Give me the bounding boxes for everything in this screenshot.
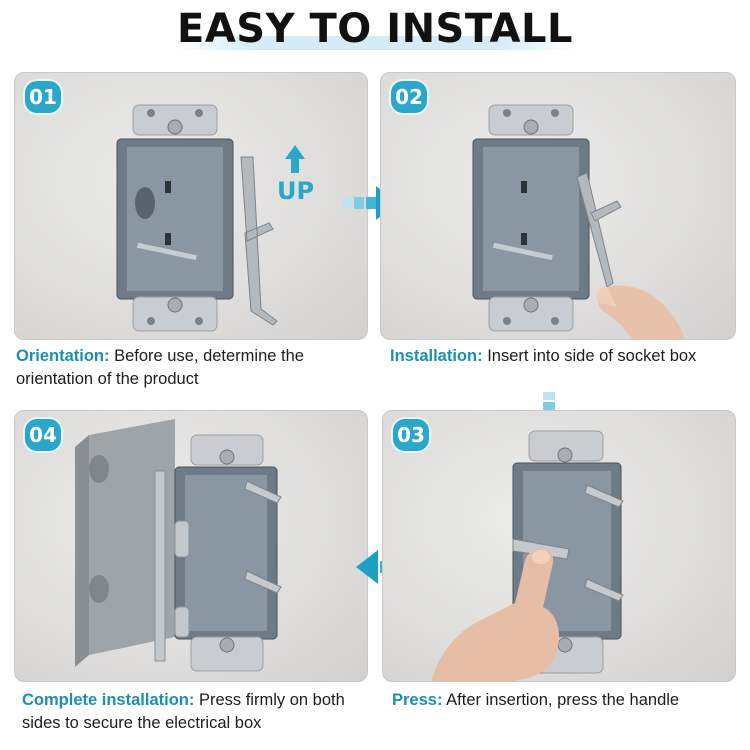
step-1-caption: Orientation: Before use, determine the o…	[16, 345, 366, 391]
step-3-panel: 03	[382, 410, 736, 682]
title-underline-band	[175, 36, 575, 50]
step-1-caption-lead: Orientation:	[16, 347, 110, 365]
step-2-caption-text: Insert into side of socket box	[487, 347, 697, 365]
step-4-caption-text: Press firmly on both sides to secure the…	[22, 691, 345, 732]
step-2-caption-lead: Installation:	[390, 347, 483, 365]
step-1-panel: UP 01	[14, 72, 368, 340]
step-2-panel: 02	[380, 72, 736, 340]
step-4-badge: 04	[23, 417, 63, 453]
step-1-badge: 01	[23, 79, 63, 115]
up-label: UP	[277, 177, 315, 205]
step-1-illustration	[116, 104, 305, 332]
step-3-caption-text: After insertion, press the handle	[446, 691, 680, 709]
step-4-illustration	[75, 419, 282, 672]
page-title: EASY TO INSTALL	[177, 6, 573, 52]
step-2-badge: 02	[389, 79, 429, 115]
step-4-panel: 04	[14, 410, 368, 682]
step-2-caption: Installation: Insert into side of socket…	[390, 345, 734, 368]
step-3-illustration	[431, 430, 624, 681]
step-1-caption-text: Before use, determine the orientation of…	[16, 347, 304, 388]
step-4-caption-lead: Complete installation:	[22, 691, 195, 709]
step-4-caption: Complete installation: Press firmly on b…	[22, 689, 372, 735]
step-3-caption-lead: Press:	[392, 691, 443, 709]
step-3-badge: 03	[391, 417, 431, 453]
step-2-illustration	[472, 104, 685, 339]
step-3-caption: Press: After insertion, press the handle	[392, 689, 742, 712]
